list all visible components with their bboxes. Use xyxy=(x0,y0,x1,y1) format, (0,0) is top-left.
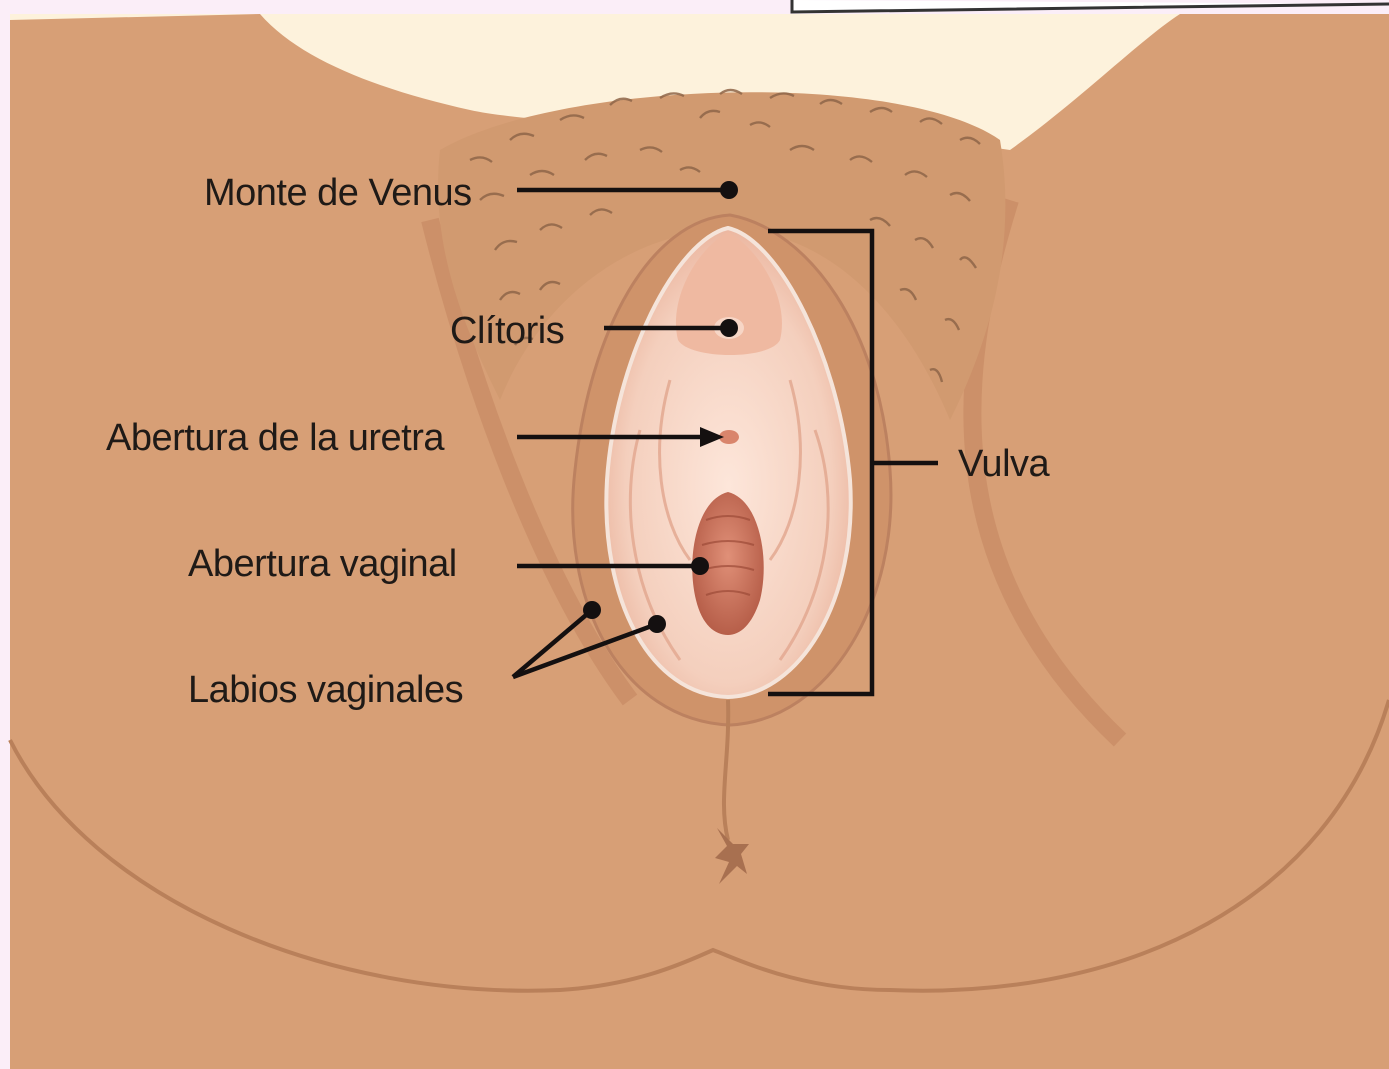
label-vaginal-opening: Abertura vaginal xyxy=(188,543,457,585)
clitoris-dot xyxy=(720,319,738,337)
frame-corner xyxy=(792,0,1389,12)
label-mons: Monte de Venus xyxy=(204,172,472,214)
label-clitoris: Clítoris xyxy=(450,310,564,352)
label-vulva: Vulva xyxy=(958,443,1051,485)
labia-dot-outer xyxy=(583,601,601,619)
label-urethra: Abertura de la uretra xyxy=(106,417,445,459)
vaginal-opening-dot xyxy=(691,557,709,575)
label-labia: Labios vaginales xyxy=(188,669,463,711)
labia-dot-inner xyxy=(648,615,666,633)
mons-dot xyxy=(720,181,738,199)
